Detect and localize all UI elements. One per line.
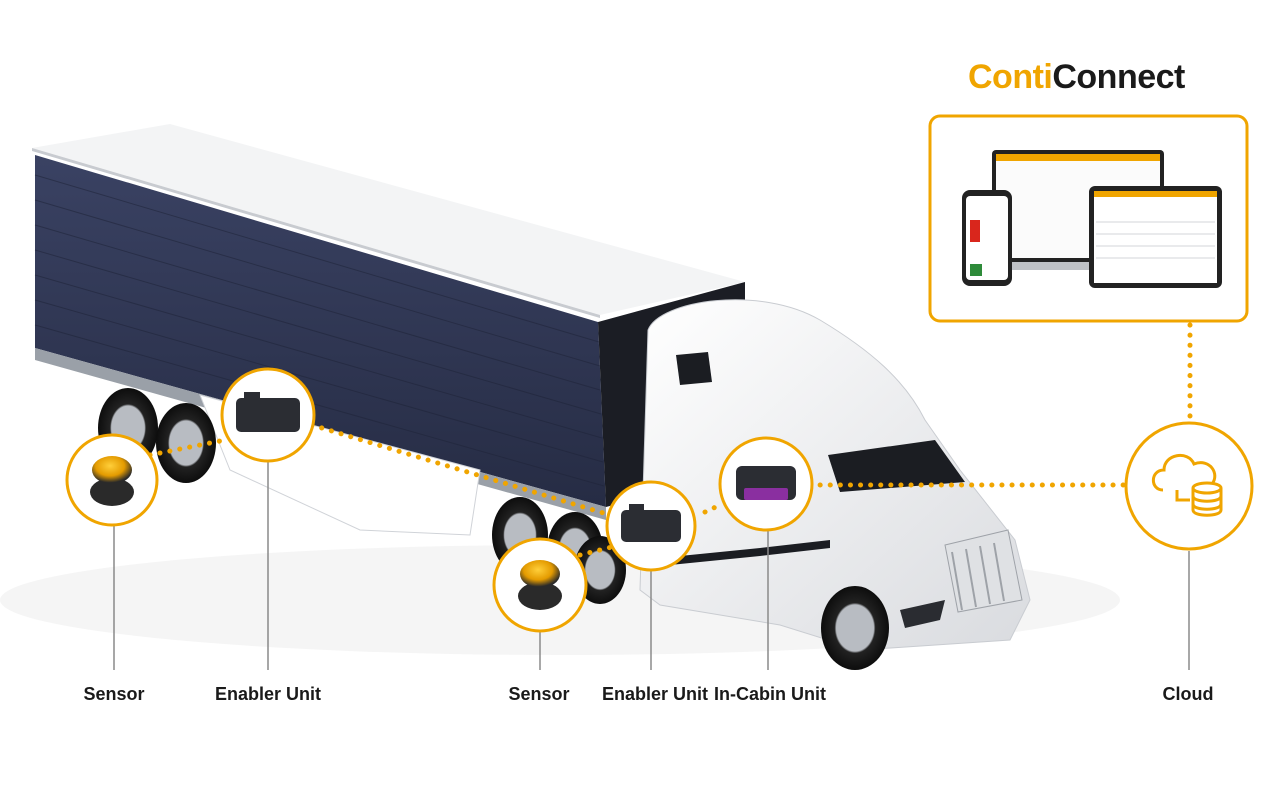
- conticonnect-logo: ContiConnect: [968, 58, 1185, 96]
- label-enabler-unit-front: Enabler Unit: [601, 684, 709, 704]
- cloud-database-icon: [1151, 454, 1223, 517]
- leader-lines: [113, 462, 1190, 670]
- callout-enabler-rear: [220, 367, 316, 463]
- conticonnect-devices: [928, 114, 1249, 323]
- label-enabler-unit-rear: Enabler Unit: [214, 684, 322, 704]
- callout-cloud: [1124, 421, 1254, 551]
- callout-sensor-rear: [65, 433, 159, 527]
- label-sensor-rear: Sensor: [83, 684, 145, 704]
- label-cloud: Cloud: [1162, 684, 1214, 704]
- label-in-cabin-unit: In-Cabin Unit: [714, 684, 826, 704]
- truck-cab: [639, 299, 1031, 651]
- callout-enabler-front: [605, 480, 697, 572]
- connection-lines: [147, 322, 1193, 558]
- callout-sensor-front: [492, 537, 588, 633]
- label-sensor-front: Sensor: [508, 684, 570, 704]
- trailer: [32, 124, 745, 536]
- callout-in-cabin-unit: [718, 436, 814, 532]
